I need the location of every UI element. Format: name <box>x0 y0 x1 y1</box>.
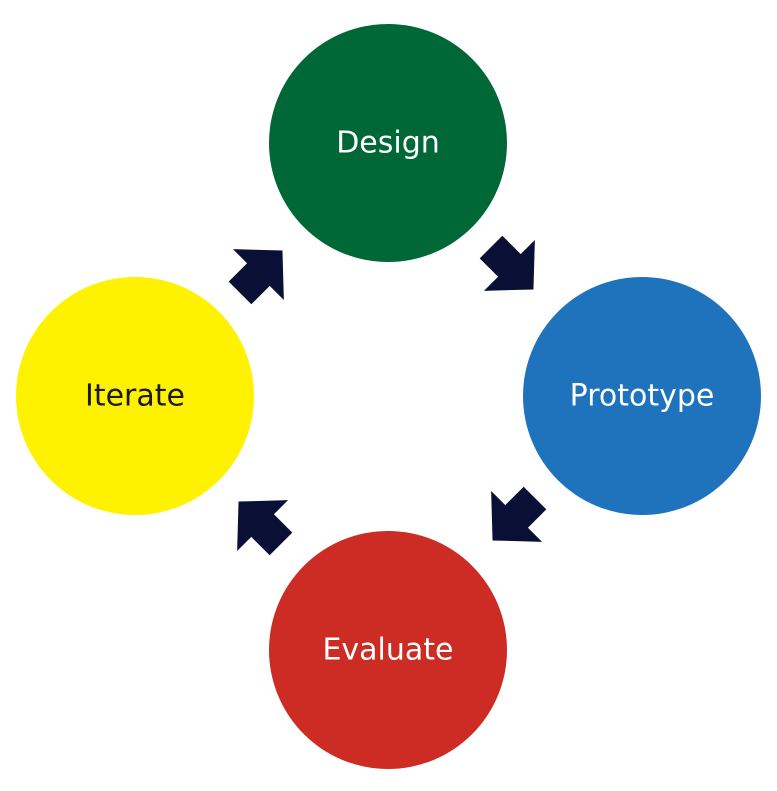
node-iterate-circle <box>16 277 254 515</box>
arrow-prototype-to-evaluate <box>491 486 547 542</box>
arrow-prototype-to-evaluate-shape <box>491 486 547 542</box>
arrow-design-to-prototype <box>479 235 535 291</box>
arrow-design-to-prototype-shape <box>479 235 535 291</box>
arrow-evaluate-to-iterate-shape <box>237 500 293 556</box>
arrow-evaluate-to-iterate <box>237 500 293 556</box>
node-evaluate: Evaluate <box>269 531 507 769</box>
node-prototype-circle <box>523 277 761 515</box>
node-design-label: Design <box>336 126 440 161</box>
node-iterate-label: Iterate <box>85 379 185 414</box>
node-evaluate-label: Evaluate <box>322 633 453 668</box>
node-design-circle <box>269 24 507 262</box>
arrow-iterate-to-design <box>228 249 284 305</box>
node-evaluate-circle <box>269 531 507 769</box>
node-prototype-label: Prototype <box>570 379 715 414</box>
node-prototype: Prototype <box>523 277 761 515</box>
arrow-iterate-to-design-shape <box>228 249 284 305</box>
node-design: Design <box>269 24 507 262</box>
node-iterate: Iterate <box>16 277 254 515</box>
